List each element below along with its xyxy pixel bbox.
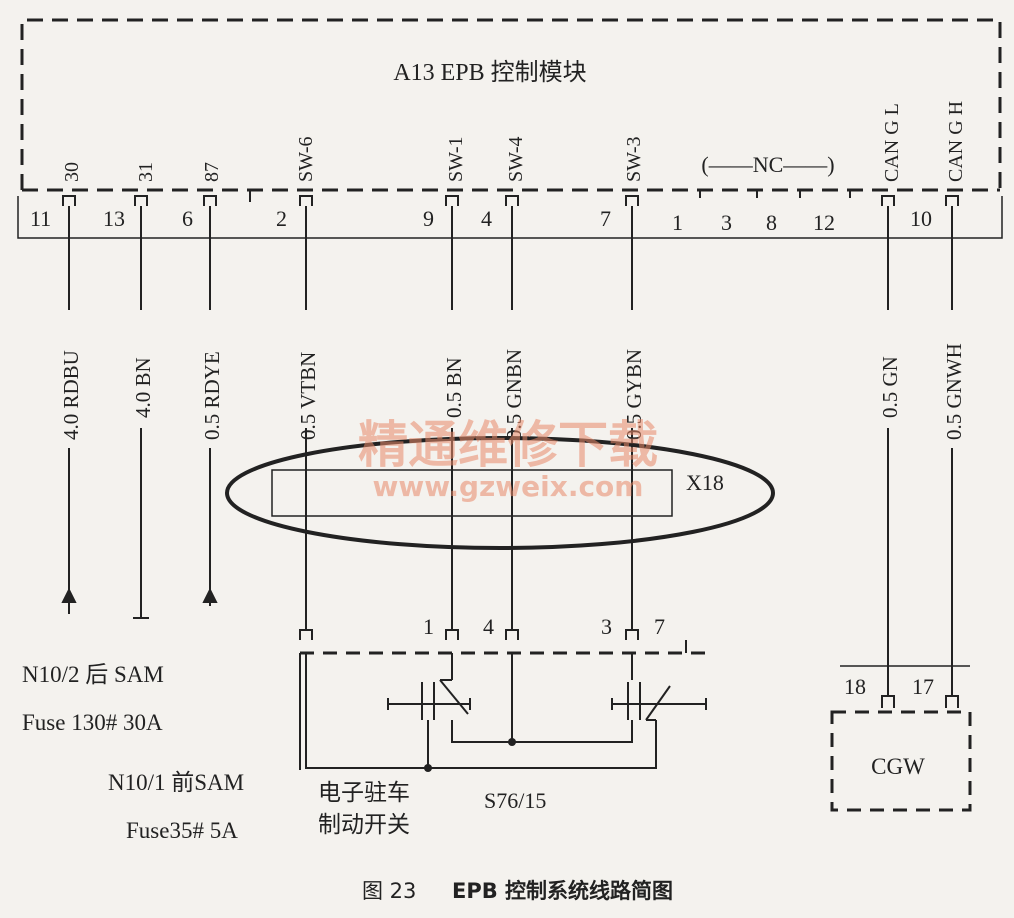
wire-label: 0.5 VTBN: [296, 352, 320, 440]
wire-label: 4.0 RDBU: [59, 350, 83, 440]
wire-labels: 4.0 RDBU 4.0 BN 0.5 RDYE 0.5 VTBN 0.5 BN…: [59, 343, 966, 440]
switch-name: S76/15: [484, 788, 546, 813]
pin-number: 4: [481, 206, 492, 231]
wire-label: 0.5 GYBN: [622, 349, 646, 440]
wire-label: 0.5 BN: [442, 357, 466, 418]
cgw-pin-number: 17: [912, 674, 934, 699]
switch-label-line1: 电子驻车: [318, 780, 410, 805]
pin-name: CAN G L: [881, 103, 903, 182]
pin-number: 10: [910, 206, 932, 231]
pin-name: SW-4: [505, 136, 527, 182]
front-sam-label: N10/1 前SAM: [108, 770, 244, 795]
pin-name: 87: [201, 162, 223, 182]
figure-caption: 图 23 EPB 控制系统线路简图: [362, 879, 673, 903]
x18-connector: X18: [225, 436, 775, 550]
wire-label: 0.5 GNBN: [502, 349, 526, 440]
pin-name: SW-6: [295, 136, 317, 182]
switch-pin-number: 7: [654, 614, 665, 639]
terminal-symbols: [61, 587, 218, 619]
module-title: A13 EPB 控制模块: [393, 59, 586, 86]
front-fuse-label: Fuse35# 5A: [126, 818, 238, 843]
pin-name: SW-3: [623, 136, 645, 182]
nc-label: (——NC——): [701, 152, 834, 177]
wires: [68, 206, 953, 695]
switch-label-line2: 制动开关: [318, 812, 410, 837]
rear-fuse-label: Fuse 130# 30A: [22, 710, 163, 735]
pin-number: 7: [600, 206, 611, 231]
cgw-module: 18 17 CGW: [830, 665, 972, 812]
caption-title: EPB 控制系统线路简图: [452, 879, 673, 903]
wire-label: 0.5 RDYE: [200, 351, 224, 440]
pin-number: 11: [30, 206, 51, 231]
watermark-line1: 精通维修下载: [358, 416, 658, 474]
caption-prefix: 图 23: [362, 879, 416, 903]
pin-number: 2: [276, 206, 287, 231]
epb-control-module: A13 EPB 控制模块: [17, 18, 1003, 239]
rear-sam-label: N10/2 后 SAM: [22, 662, 164, 687]
nc-pin-number: 1: [672, 210, 683, 235]
parking-brake-switch: 1 4 3 7: [299, 614, 710, 837]
switch-pin-number: 3: [601, 614, 612, 639]
nc-pin-number: 12: [813, 210, 835, 235]
pin-number: 9: [423, 206, 434, 231]
nc-pin-number: 8: [766, 210, 777, 235]
pin-name: SW-1: [445, 136, 467, 182]
connector-label: X18: [686, 470, 724, 495]
switch-pin-number: 1: [423, 614, 434, 639]
nc-pin-number: 3: [721, 210, 732, 235]
pin-name: 30: [61, 162, 83, 182]
pin-number: 13: [103, 206, 125, 231]
watermark-line2: www.gzweix.com: [373, 470, 644, 503]
pin-numbers: 11 13 6 2 9 4 7 1 3 8 12 10: [30, 206, 932, 235]
wire-label: 4.0 BN: [131, 357, 155, 418]
wire-label: 0.5 GNWH: [942, 343, 966, 440]
cgw-label: CGW: [871, 754, 925, 779]
pin-name: CAN G H: [945, 101, 967, 182]
watermark: 精通维修下载 www.gzweix.com: [358, 416, 658, 503]
arrow-up-icon: [61, 587, 77, 614]
arrow-up-icon: [202, 587, 218, 606]
pin-names: 30 31 87 SW-6 SW-1 SW-4 SW-3 CAN G L CAN…: [61, 101, 967, 182]
pin-number: 6: [182, 206, 193, 231]
wire-label: 0.5 GN: [878, 356, 902, 418]
cgw-pin-number: 18: [844, 674, 866, 699]
pin-name: 31: [135, 162, 157, 182]
power-sources: N10/2 后 SAM Fuse 130# 30A N10/1 前SAM Fus…: [22, 662, 244, 843]
nc-group: (——NC——): [249, 152, 851, 202]
pin-terminals: [62, 195, 959, 206]
switch-pin-number: 4: [483, 614, 494, 639]
